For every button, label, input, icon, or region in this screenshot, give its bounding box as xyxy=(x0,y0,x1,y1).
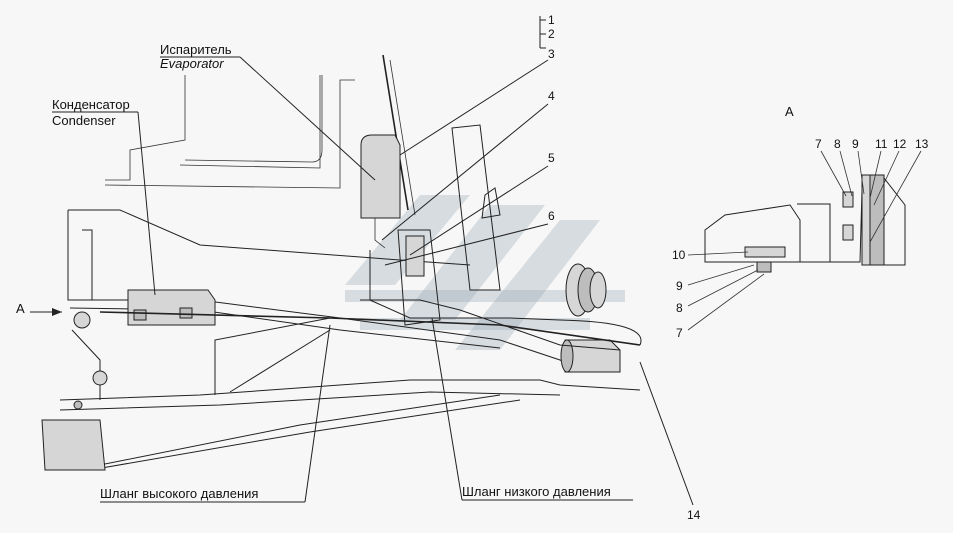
detail-view-label: А xyxy=(785,104,794,119)
callout-4: 4 xyxy=(548,89,555,103)
condenser-label-ru: Конденсатор xyxy=(52,97,130,112)
callout-2: 2 xyxy=(548,27,555,41)
detail-callout-8: 8 xyxy=(834,137,841,151)
high-pressure-hose-label: Шланг высокого давления xyxy=(100,486,258,501)
callout-5-leader xyxy=(409,165,549,256)
detail-callout-12: 12 xyxy=(893,137,907,151)
condenser-leader xyxy=(137,111,156,296)
evaporator-unit xyxy=(360,134,401,249)
callout-4-leader xyxy=(381,103,549,241)
detail-view-a: А xyxy=(704,104,906,273)
front-assembly xyxy=(41,311,108,471)
condenser-unit xyxy=(127,289,216,326)
detail-callouts: 7 8 9 11 12 13 10 9 8 7 xyxy=(672,137,929,340)
support-posts xyxy=(397,124,501,326)
evaporator-label-en: Evaporator xyxy=(160,56,224,71)
callout-3: 3 xyxy=(548,47,555,61)
condenser-label-en: Condenser xyxy=(52,113,116,128)
callout-1: 1 xyxy=(548,13,555,27)
detail-callout-7b: 7 xyxy=(676,326,683,340)
callout-6: 6 xyxy=(548,209,555,223)
detail-callout-11: 11 xyxy=(875,137,888,151)
refrigerant-hoses xyxy=(99,250,642,351)
detail-callout-9: 9 xyxy=(852,137,859,151)
high-pressure-leader xyxy=(304,324,331,503)
low-pressure-leader xyxy=(431,317,463,501)
callout-group-1-3: 1 2 3 xyxy=(399,13,555,156)
detail-callout-13: 13 xyxy=(915,137,929,151)
detail-callout-10: 10 xyxy=(672,248,686,262)
callout-5: 5 xyxy=(548,151,555,165)
cab-frame xyxy=(104,54,416,216)
detail-callout-9b: 9 xyxy=(676,279,683,293)
evaporator-label-ru: Испаритель xyxy=(160,42,232,57)
callout-6-leader xyxy=(384,223,549,266)
arrow-label: А xyxy=(16,301,25,316)
low-pressure-hose-label: Шланг низкого давления xyxy=(462,484,611,499)
detail-callout-7: 7 xyxy=(815,137,822,151)
view-arrow-a: А xyxy=(16,301,62,316)
detail-callout-8b: 8 xyxy=(676,301,683,315)
evaporator-leader xyxy=(239,56,376,181)
callout-14-leader xyxy=(639,361,694,506)
callout-14: 14 xyxy=(687,508,701,522)
